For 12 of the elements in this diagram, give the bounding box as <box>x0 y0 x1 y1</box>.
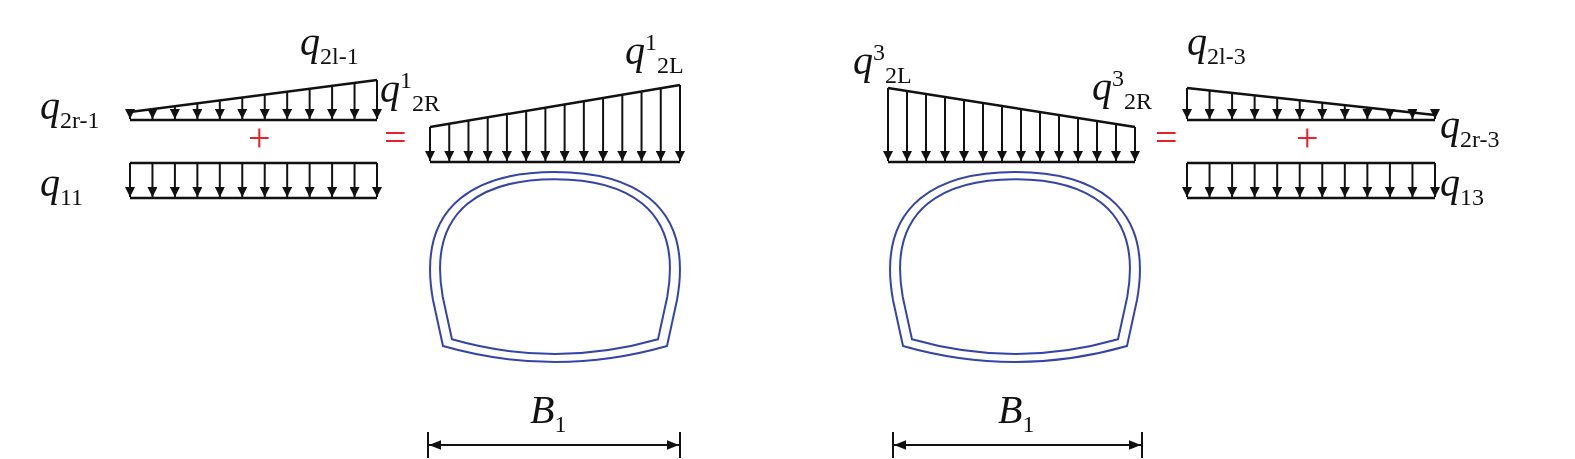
load-symbol: q$_{2l-3}$ <box>1187 22 1246 68</box>
plus-sign: + <box>1296 118 1319 158</box>
equals-sign: = <box>1155 118 1178 158</box>
load-symbol: q$_{2r-3}$ <box>1440 105 1500 151</box>
width-symbol: B$_{1}$ <box>530 390 567 436</box>
load-symbol: q$_{2r-1}$ <box>40 86 100 132</box>
plus-sign: + <box>248 118 271 158</box>
load-symbol: q$_{11}$ <box>40 163 84 209</box>
load-symbol: q$_{13}$ <box>1440 163 1484 209</box>
load-symbol: q$_{2l-1}$ <box>300 22 359 68</box>
width-symbol: B$_{1}$ <box>998 390 1035 436</box>
equals-sign: = <box>384 118 407 158</box>
